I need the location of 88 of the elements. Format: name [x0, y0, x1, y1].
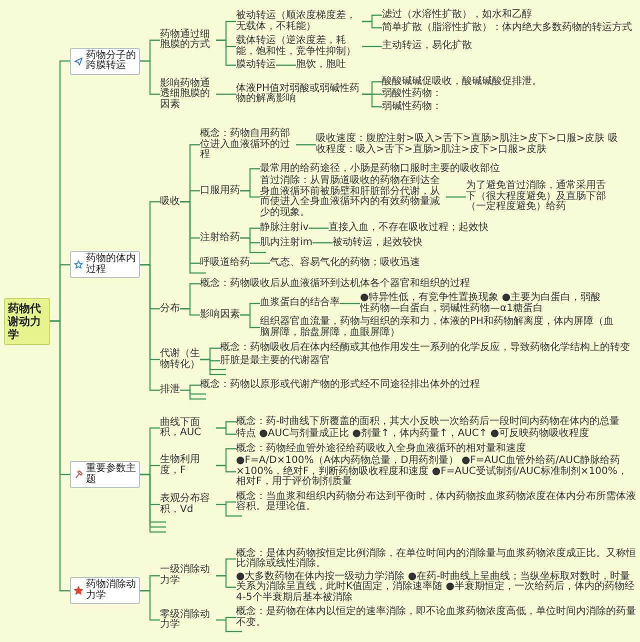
branch-label: 肝脏是最主要的代谢器官 [220, 356, 330, 366]
branch-connector [362, 20, 382, 28]
branch-label: 最常用的给药途径，小肠是药物口服时主要的吸收部位 [260, 164, 500, 174]
topic-box [70, 48, 140, 74]
branch-connector [362, 46, 382, 48]
branch-label: 生物利用度，F [160, 455, 216, 476]
branch-label: 概念：是体内药物按恒定比例消除，在单位时间内的消除量与血浆药物浓度成正比。又称恒比消除或线性消除。 [236, 548, 636, 570]
branch-label: ●F=A/D×100%（A体内药物总量，D用药剂量） ●F=AUC血管外给药/AUC静脉给药×100%，绝对F，判断药物吸收程度和速度 ●F=AUC受试制剂/AUC标准制剂×100%，相对F，用于评价制剂质量 [236, 456, 636, 488]
branch-label: 吸收速度：腹腔注射>吸入>舌下>直肠>肌注>皮下>口服>皮肤 吸收程度：吸入>舌下>直肠>肌注>皮下>口服>皮肤 [316, 134, 618, 156]
branch-label: 滤过（水溶性扩散），如水和乙醇 [382, 10, 532, 20]
branch-label: 组织器官血流量，药物与组织的亲和力，体液的PH和药物解离度，体内屏障（血脑屏障，胎盘屏障，血眼屏障） [260, 317, 614, 338]
branch-connector [140, 590, 160, 621]
branch-connector [140, 474, 160, 506]
branch-label: 一级消除动力学 [160, 565, 216, 586]
branch-label: 注射给药 [200, 232, 240, 244]
branch-label: ●大多数药物在体内按一级动力学消除 ●在药-时曲线上呈曲线；当纵坐标取对数时，时量关系为消除呈直线，此时K值固定，消除速率随 ●半衰期恒定，一次给药后，体内的药物经4-5个半衰期后基本被消除 [236, 572, 636, 603]
branch-label: 被动转运，起效较快 [332, 238, 423, 248]
branch-label: 药物通过细胞膜的方式 [160, 30, 216, 51]
branch-connector [240, 190, 260, 198]
branch-label: 影响药物通透细胞膜的因素 [160, 78, 216, 110]
branch-connector [140, 264, 160, 391]
branch-connector [216, 501, 236, 506]
branch-connector [296, 144, 316, 146]
branch-label: 肌内注射im [260, 238, 313, 248]
branch-label: 呼吸道给药 [200, 258, 250, 268]
branch-label: 概念：药物吸收后从血液循环到达机体各个器官和组织的过程 [200, 278, 470, 289]
branch-connector [216, 575, 236, 588]
branch-connector [216, 464, 236, 472]
branch-label: 口服用药 [200, 186, 240, 196]
branch-connector [250, 262, 270, 264]
branch-label: 排泄 [160, 385, 180, 396]
branch-connector [446, 196, 466, 198]
branch-label: 概念：药物以原形或代谢产物的形式经不同途径排出体外的过程 [200, 380, 480, 390]
topic-box [70, 577, 140, 604]
branch-connector [308, 228, 329, 229]
branch-connector [240, 314, 260, 328]
branch-label: 代谢（生物转化） [160, 349, 200, 370]
branch-connector [340, 302, 360, 304]
branch-connector [180, 384, 200, 391]
topic-box [70, 251, 140, 278]
branch-label: 弱碱性药物： [382, 102, 442, 112]
branch-label: 静脉注射iv [260, 223, 309, 234]
branch-label: 表观分布容积，Vd [160, 494, 216, 515]
branch-connector [216, 94, 236, 95]
branch-label: 血浆蛋白的结合率 [260, 298, 340, 309]
branch-connector [216, 40, 236, 66]
branch-label: 简单扩散（脂溶性扩散）：体内绝大多数药物的转运方式 [382, 22, 632, 33]
branch-connector [216, 427, 236, 435]
branch-label: 胞饮，胞吐 [296, 60, 346, 70]
branch-connector [200, 358, 220, 362]
branch-label: 影响因素 [200, 310, 240, 320]
branch-connector [180, 308, 200, 316]
branch-label: 曲线下面积，AUC [160, 418, 216, 438]
central-topic-box: 药物代谢动力学 [4, 298, 50, 344]
branch-connector [276, 64, 296, 66]
branch-label: 概念：药物吸收后在体内经酶或其他作用发生一系列的化学反应，导致药物化学结构上的转变 [220, 343, 630, 354]
branch-label: 被动转运（顺浓度梯度差，无载体，不耗能） [236, 11, 362, 32]
topic-box [70, 461, 140, 488]
branch-label: 首过消除：从胃肠道吸收的药物在到达全身血液循环前被肠壁和肝脏部分代谢，从而使进入全身血液循环内的有效药物量减少的现象。 [260, 176, 446, 218]
branch-label: ●特异性低，有竞争性置换现象 ●主要为白蛋白，弱酸性药物—白蛋白，弱碱性药物—α1糖蛋白 [360, 293, 610, 314]
branch-label: 概念：药物自用药部位进入血液循环的过程 [200, 129, 296, 160]
branch-label: 直接入血，不存在吸收过程；起效快 [328, 223, 489, 234]
branch-connector [50, 320, 70, 592]
branch-label: 概念：当血浆和组织内药物分布达到平衡时，体内药物按血浆药物浓度在体内分布所需体液容积。是理论值。 [236, 492, 636, 512]
branch-label: 弱酸性药物： [382, 89, 442, 100]
branch-label: 体液PH值对弱酸或弱碱性药物的解离影响 [236, 84, 362, 105]
topic-label: 药物的体内过程 [86, 254, 136, 276]
branch-label: 酸酸碱碱促吸收，酸碱碱酸促排泄。 [382, 76, 542, 87]
branch-label: 零级消除动力学 [160, 610, 216, 630]
branch-label: 概念：药物经血管外途径给药吸收入全身血液循环的相对量和速度 [236, 444, 526, 454]
branch-connector [140, 60, 160, 95]
branch-label: 主动转运，易化扩散 [382, 41, 472, 52]
topic-label: 重要参数主题 [86, 464, 136, 485]
branch-connector [240, 237, 260, 244]
branch-label: 吸收 [160, 196, 180, 207]
branch-connector [362, 94, 382, 108]
branch-label: 概念：药-时曲线下所覆盖的面积，其大小反映一次给药后一段时间内药物在体内的总量 [236, 416, 620, 427]
topic-label: 药物分子的跨膜转运 [86, 50, 136, 72]
branch-connector [216, 616, 236, 621]
branch-label: 分布 [160, 304, 180, 314]
topic-label: 药物消除动力学 [86, 580, 136, 602]
branch-label: 气态、容易气化的药物；吸收迅速 [270, 258, 420, 268]
branch-label: 膜动转运 [236, 60, 276, 70]
branch-label: 为了避免首过消除，通常采用舌下（很大程度避免）及直肠下部（一定程度避免）给药 [466, 181, 614, 213]
branch-label: 载体转运（逆浓度差，耗能，饱和性，竞争性抑制） [236, 36, 362, 57]
branch-connector [312, 242, 333, 244]
branch-label: 特点 ●AUC与剂量成正比 ●剂量↑，体内药量↑，AUC↑ ●可反映药物吸收程度 [236, 429, 590, 440]
branch-label: 概念：是药物在体内以恒定的速率消除，即不论血浆药物浓度高低，单位时间内消除的药量不变。 [236, 607, 636, 628]
